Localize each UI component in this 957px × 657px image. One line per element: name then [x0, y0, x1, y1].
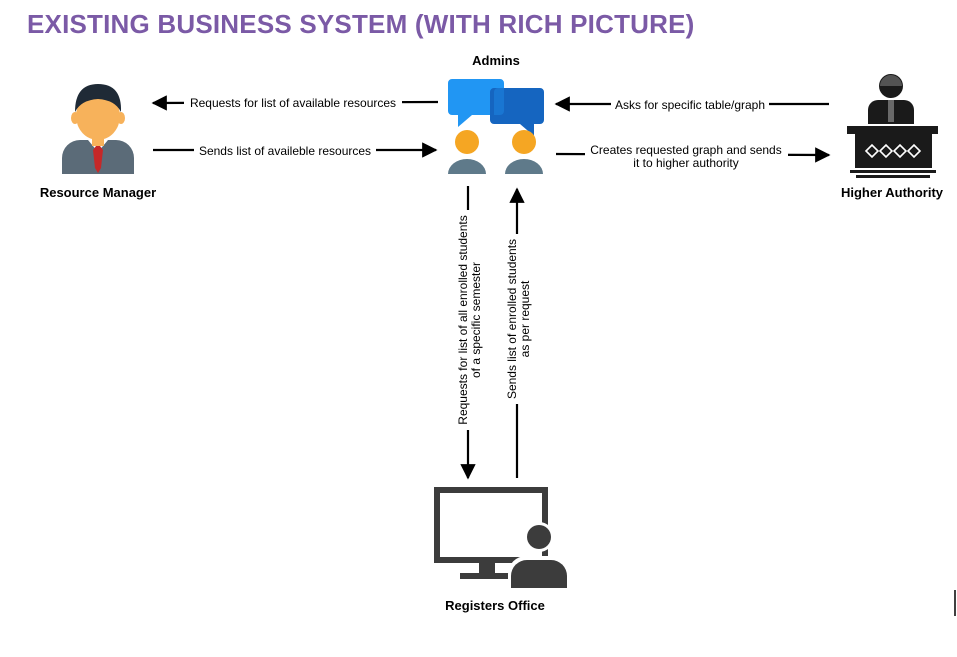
flow-label-send-resources: Sends list of availeble resources: [199, 144, 371, 158]
flow-label-send-students-line1: Sends list of enrolled students: [505, 239, 519, 399]
admins-label: Admins: [472, 53, 520, 68]
flow-label-request-resources: Requests for list of available resources: [190, 96, 396, 110]
registers-office-label: Registers Office: [445, 598, 545, 613]
admins-icon: [448, 79, 544, 174]
flow-label-request-students-line2: of a specific semester: [469, 262, 483, 378]
resource-manager-label: Resource Manager: [40, 185, 156, 200]
flow-label-send-students-line2: as per request: [518, 280, 532, 357]
flow-label-create-graph-line1: Creates requested graph and sends: [590, 143, 781, 157]
flow-label-create-graph-line2: it to higher authority: [633, 156, 738, 170]
higher-authority-icon: [847, 74, 938, 178]
registers-office-icon: [434, 487, 570, 588]
page-title: EXISTING BUSINESS SYSTEM (WITH RICH PICT…: [27, 9, 695, 39]
higher-authority-label: Higher Authority: [841, 185, 944, 200]
flow-label-ask-graph: Asks for specific table/graph: [615, 98, 765, 112]
flow-label-request-students-line1: Requests for list of all enrolled studen…: [456, 215, 470, 424]
resource-manager-icon: [62, 84, 134, 174]
